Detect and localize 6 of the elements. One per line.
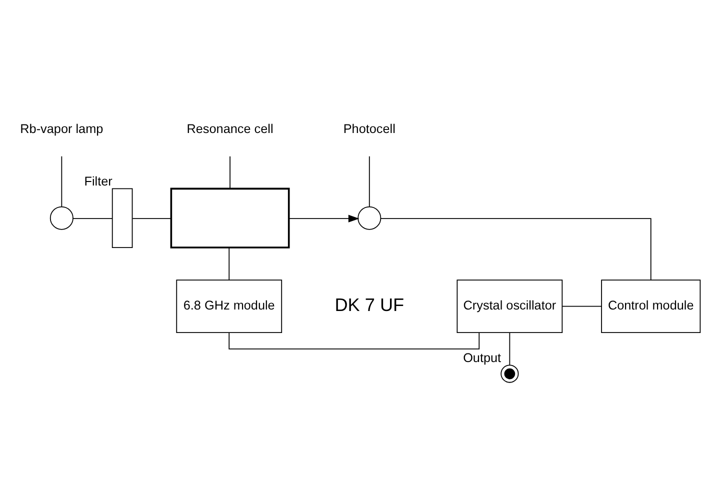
node-text: Resonance cell (186, 122, 274, 136)
node-label: Filter (84, 174, 112, 188)
node-text: Rb-vapor lamp (20, 122, 104, 136)
node-text: Photocell (343, 122, 396, 136)
label: DK 7 UF (334, 294, 404, 315)
node-label: Output (463, 350, 502, 365)
